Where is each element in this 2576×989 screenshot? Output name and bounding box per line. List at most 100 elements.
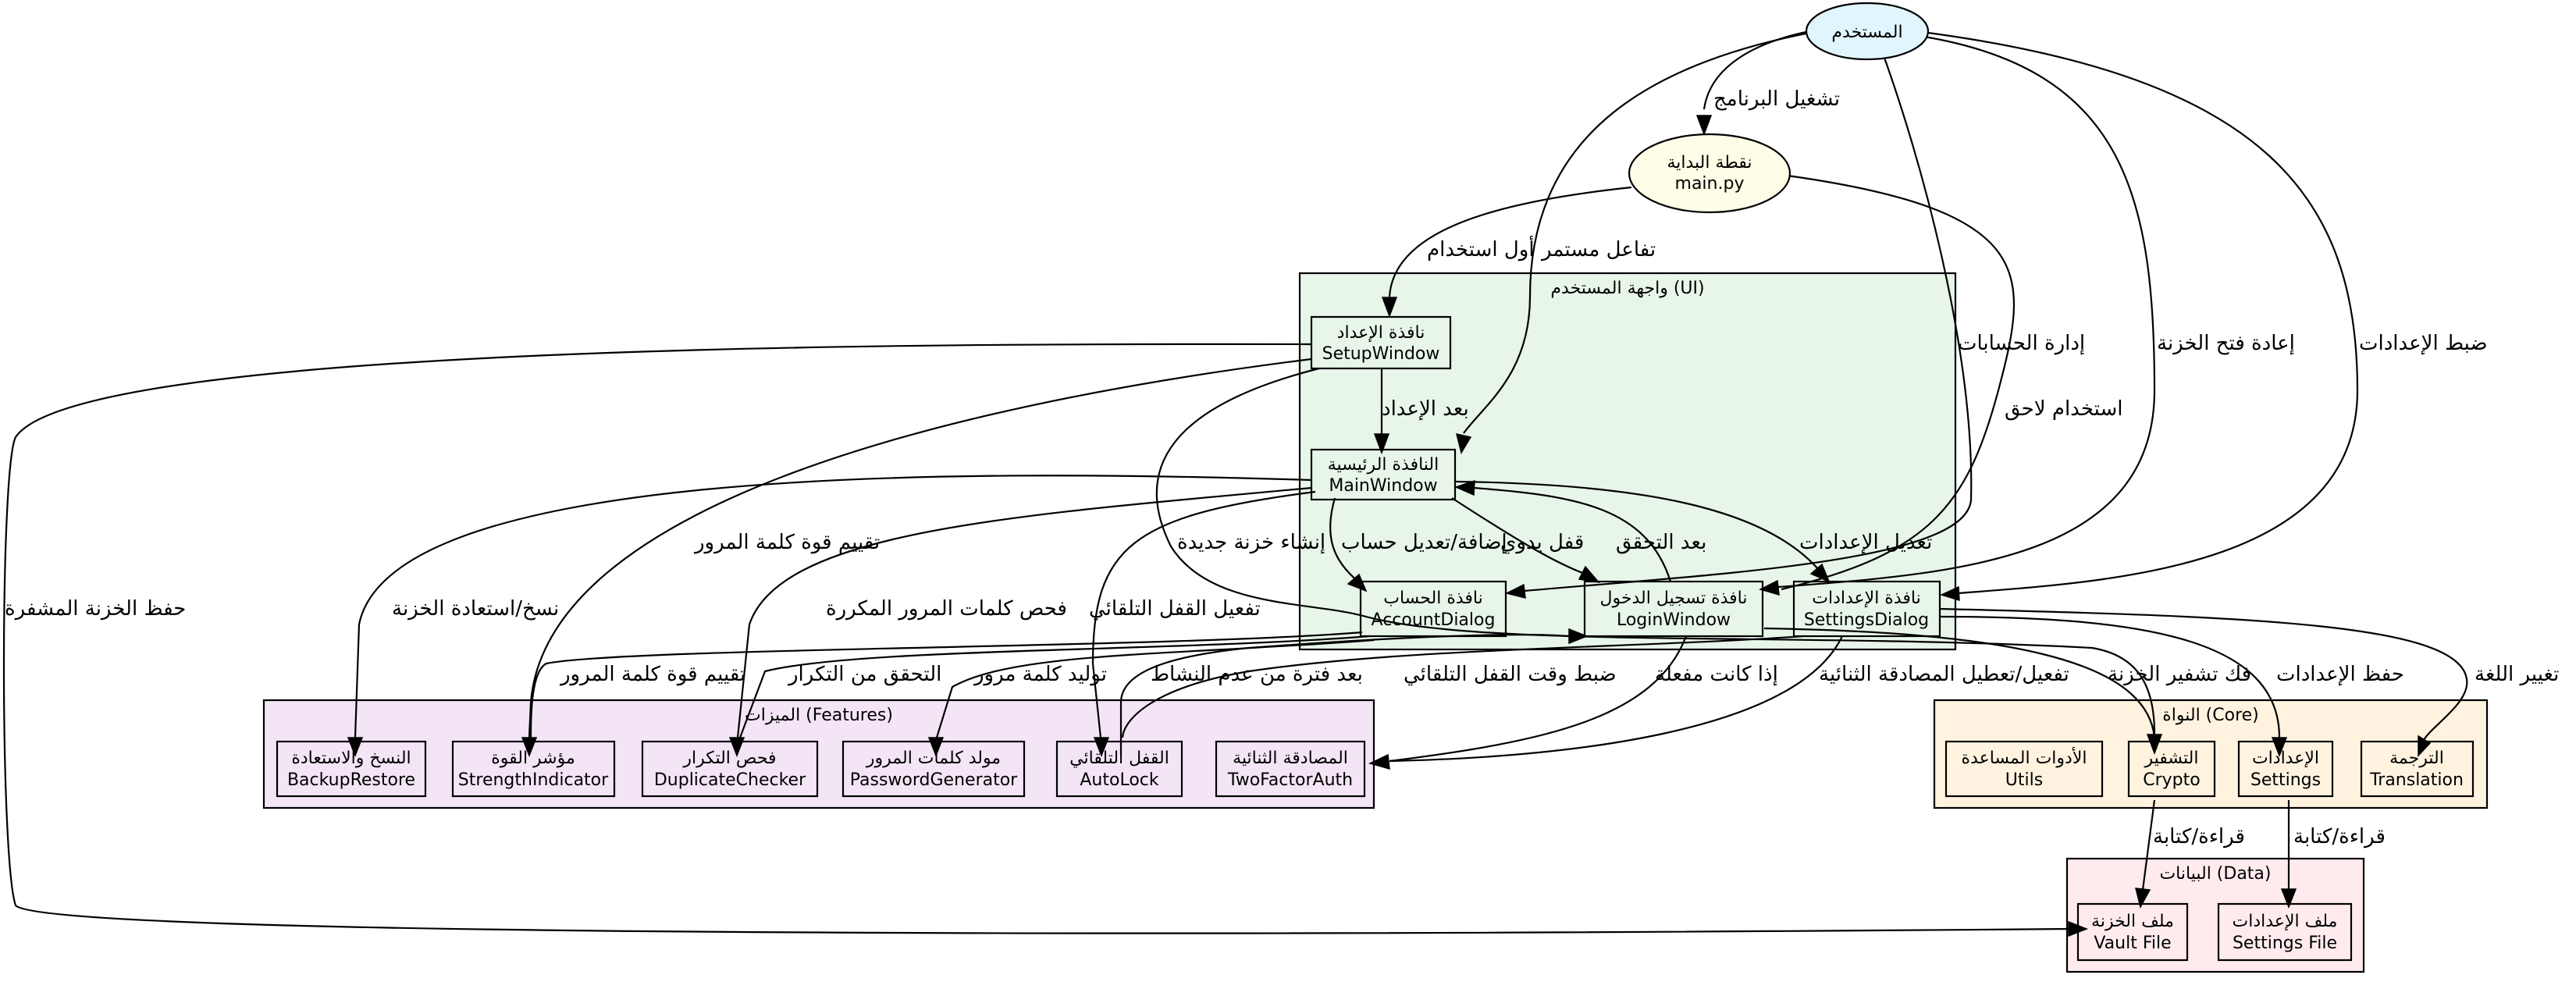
edge-setup-strength bbox=[528, 358, 1312, 738]
node-translation-line2: Translation bbox=[2369, 770, 2464, 790]
node-user-shape bbox=[1805, 2, 1930, 61]
node-utils-line2: Utils bbox=[2005, 770, 2043, 790]
node-duplicate-line1: فحص التكرار bbox=[682, 749, 776, 768]
edge-account-strength bbox=[529, 631, 1363, 738]
node-pwgen-line2: PasswordGenerator bbox=[850, 770, 1018, 790]
edge-user-main-arrow bbox=[1695, 115, 1713, 137]
edge-user-login-arrow bbox=[1758, 579, 1780, 596]
node-settingsfile-shape bbox=[2217, 902, 2353, 962]
edge-label-backup-restore-vault: نسخ/استعادة الخزنة bbox=[392, 597, 559, 621]
edge-crypto-vaultfile-arrow bbox=[2135, 888, 2151, 909]
edge-label-toggle-2fa: تفعيل/تعطيل المصادقة الثنائية bbox=[1819, 663, 2069, 686]
edge-label-change-language: تغيير اللغة bbox=[2475, 663, 2559, 686]
node-translation-line1: الترجمة bbox=[2389, 749, 2444, 768]
edge-user-mainwindow-arrow bbox=[1455, 433, 1472, 454]
node-settings-shape bbox=[2237, 740, 2334, 798]
node-backup-line1: النسخ والاستعادة bbox=[291, 749, 411, 768]
edge-settingsdialog-autolock bbox=[1121, 635, 1804, 738]
node-user: المستخدم bbox=[1805, 2, 1930, 61]
edge-label-later-use: استخدام لاحق bbox=[2005, 397, 2122, 421]
node-account: نافذة الحساب AccountDialog bbox=[1359, 580, 1507, 638]
edge-label-manage-accounts: إدارة الحسابات bbox=[1958, 332, 2085, 355]
edge-settings-settingsfile-arrow bbox=[2280, 888, 2297, 909]
node-vaultfile-line2: Vault File bbox=[2094, 934, 2171, 953]
edge-label-after-verification: بعد التحقق bbox=[1616, 531, 1706, 554]
edge-label-save-encrypted-vault: حفظ الخزنة المشفرة bbox=[5, 597, 186, 621]
cluster-features: الميزات (Features) bbox=[262, 699, 1375, 809]
node-strength-line1: مؤشر القوة bbox=[491, 749, 575, 768]
edge-login-mainwindow-arrow bbox=[1453, 479, 1475, 496]
node-setup-shape bbox=[1310, 315, 1452, 370]
node-vaultfile-line1: ملف الخزنة bbox=[2091, 912, 2174, 931]
edge-labels: تشغيل البرنامج تفاعل مستمر أول استخدام إ… bbox=[5, 87, 2559, 848]
edge-label-adjust-settings: ضبط الإعدادات bbox=[2359, 332, 2488, 355]
edge-label-reopen-vault: إعادة فتح الخزنة bbox=[2157, 332, 2295, 355]
cluster-core-box bbox=[1933, 699, 2489, 809]
node-autolock: القفل التلقائي AutoLock bbox=[1055, 740, 1183, 798]
cluster-core-label: النواة (Core) bbox=[2162, 706, 2259, 725]
node-backup-line2: BackupRestore bbox=[287, 770, 415, 790]
cluster-data-box bbox=[2065, 857, 2365, 973]
node-crypto: التشفير Crypto bbox=[2127, 740, 2216, 798]
edge-login-twofa bbox=[1389, 635, 1688, 763]
node-settingsdialog-shape bbox=[1792, 580, 1941, 638]
node-main-shape bbox=[1628, 133, 1791, 214]
edge-label-after-inactivity: بعد فترة من عدم النشاط bbox=[1151, 663, 1363, 686]
edge-mainwindow-account bbox=[1329, 497, 1359, 582]
edge-login-twofa-arrow bbox=[1368, 753, 1390, 770]
edge-user-account-arrow bbox=[1504, 583, 1526, 599]
node-main: نقطة البداية main.py bbox=[1628, 133, 1791, 214]
node-pwgen-line1: مولد كلمات المرور bbox=[866, 749, 1001, 768]
edge-settingsdialog-settings bbox=[1939, 615, 2281, 738]
edge-user-account bbox=[1524, 48, 1973, 592]
edge-login-mainwindow bbox=[1473, 486, 1672, 582]
node-autolock-line2: AutoLock bbox=[1080, 770, 1159, 790]
edge-settingsdialog-translation bbox=[1939, 607, 2468, 741]
edge-label-after-setup: بعد الإعداد bbox=[1382, 397, 1469, 421]
edge-label-edit-settings: تعديل الإعدادات bbox=[1799, 531, 1932, 554]
edge-mainwindow-autolock bbox=[1091, 490, 1316, 738]
edge-mainwindow-settingsdialog-arrow bbox=[1809, 563, 1831, 583]
node-mainwindow-line2: MainWindow bbox=[1329, 476, 1437, 496]
node-account-line1: نافذة الحساب bbox=[1383, 589, 1482, 608]
nodes: المستخدم نقطة البداية main.py نافذة الإع… bbox=[276, 2, 2475, 962]
node-mainwindow: النافذة الرئيسية MainWindow bbox=[1310, 448, 1457, 501]
node-duplicate: فحص التكرار DuplicateChecker bbox=[641, 740, 819, 798]
edge-label-add-edit-account: إضافة/تعديل حساب bbox=[1341, 531, 1507, 554]
node-backup: النسخ والاستعادة BackupRestore bbox=[276, 740, 427, 798]
edge-login-crypto bbox=[1763, 627, 2156, 738]
node-crypto-line2: Crypto bbox=[2143, 770, 2200, 790]
edge-user-mainwindow bbox=[1463, 28, 1827, 434]
node-autolock-line1: القفل التلقائي bbox=[1069, 749, 1169, 768]
node-twofa: المصادقة الثنائية TwoFactorAuth bbox=[1215, 740, 1366, 798]
edge-setup-mainwindow-arrow bbox=[1373, 433, 1390, 455]
node-settings-line2: Settings bbox=[2250, 770, 2321, 790]
node-account-shape bbox=[1359, 580, 1507, 638]
edge-label-decrypt-vault: فك تشفير الخزنة bbox=[2108, 663, 2251, 686]
node-settingsdialog: نافذة الإعدادات SettingsDialog bbox=[1792, 580, 1941, 638]
node-duplicate-line2: DuplicateChecker bbox=[654, 770, 806, 790]
edge-label-verify-duplicate: التحقق من التكرار bbox=[787, 663, 941, 686]
edge-mainwindow-backup bbox=[354, 475, 1312, 738]
edge-crypto-vaultfile bbox=[2141, 799, 2156, 891]
edge-label-manual-lock: قفل يدوي bbox=[1500, 531, 1584, 554]
edge-main-login bbox=[1781, 174, 2016, 591]
node-strength-shape bbox=[451, 740, 616, 798]
node-setup: نافذة الإعداد SetupWindow bbox=[1310, 315, 1452, 370]
edge-label-first-use: أول استخدام bbox=[1427, 235, 1535, 261]
node-pwgen: مولد كلمات المرور PasswordGenerator bbox=[841, 740, 1026, 798]
node-vaultfile: ملف الخزنة Vault File bbox=[2076, 902, 2189, 962]
node-login-line2: LoginWindow bbox=[1617, 610, 1731, 630]
edge-autolock-login bbox=[1119, 634, 1570, 756]
node-pwgen-shape bbox=[841, 740, 1026, 798]
edge-label-read-write-1: قراءة/كتابة bbox=[2153, 825, 2245, 848]
cluster-core: النواة (Core) bbox=[1933, 699, 2489, 809]
node-login-shape bbox=[1583, 580, 1764, 638]
node-main-line2: main.py bbox=[1675, 174, 1745, 194]
edge-label-if-enabled: إذا كانت مفعلة bbox=[1655, 663, 1778, 686]
cluster-ui: واجهة المستخدم (UI) bbox=[1298, 272, 1957, 651]
node-settingsfile: ملف الإعدادات Settings File bbox=[2217, 902, 2353, 962]
node-account-line2: AccountDialog bbox=[1372, 610, 1496, 630]
edge-label-check-duplicate-passwords: فحص كلمات المرور المكررة bbox=[826, 597, 1067, 621]
node-utils: الأدوات المساعدة Utils bbox=[1944, 740, 2104, 798]
